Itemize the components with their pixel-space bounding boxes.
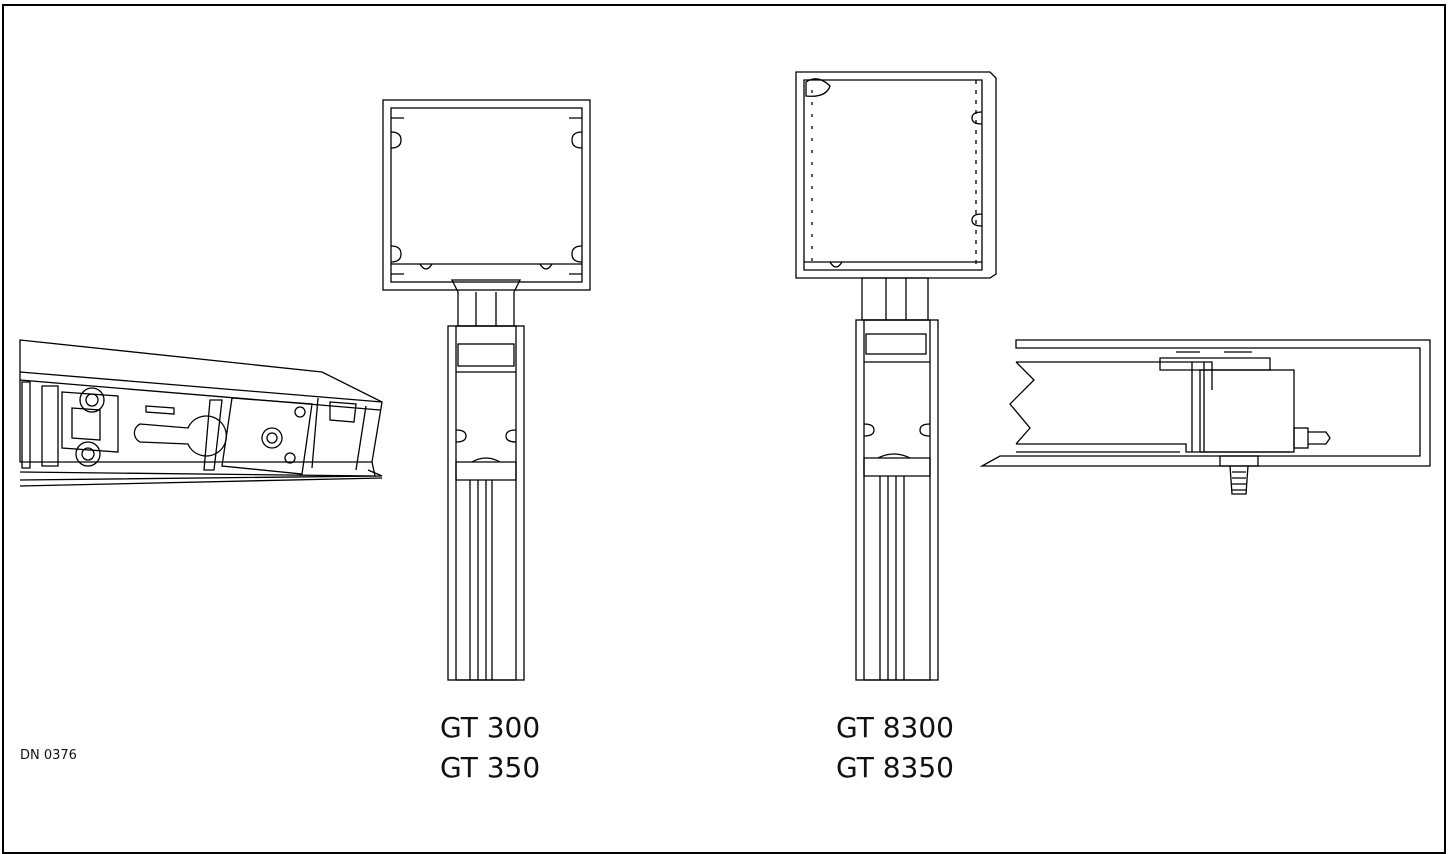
gt300-label-line2: GT 350 [440,751,541,784]
transom-closer-detail [979,339,1431,495]
gt300-label-line1: GT 300 [440,711,541,744]
closer-perspective-detail [19,339,383,487]
gt300-profile-section [382,99,591,681]
document-code: DN 0376 [20,748,77,763]
gt8300-label: GT 8300 GT 8350 [836,708,954,788]
gt8300-label-line1: GT 8300 [836,711,954,744]
gt8300-profile-section [795,71,997,681]
gt300-label: GT 300 GT 350 [440,708,540,788]
gt8300-label-line2: GT 8350 [836,751,954,784]
